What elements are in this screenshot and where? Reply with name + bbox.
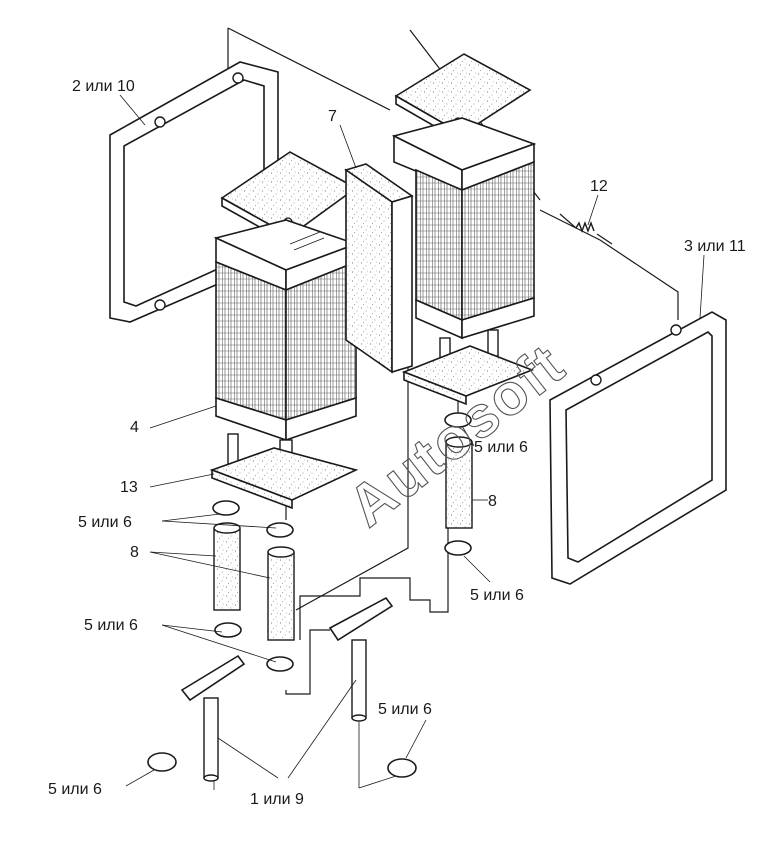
callout-1-or-9: 1 или 9 [250, 791, 304, 808]
left-seal-pad [209, 447, 359, 510]
callout-labels: 2 или 10 7 12 3 или 11 4 13 5 или 6 5 ил… [48, 78, 746, 808]
callout-7: 7 [328, 108, 337, 125]
spring [559, 213, 613, 245]
callout-13: 13 [120, 479, 138, 496]
right-radiator-core [391, 117, 537, 406]
callout-8-left: 8 [130, 544, 139, 561]
callout-5-or-6-upper-right: 5 или 6 [474, 439, 528, 456]
callout-5-or-6-bottom-left: 5 или 6 [48, 781, 102, 798]
callout-5-or-6-bottom-center: 5 или 6 [378, 701, 432, 718]
leader-lines [119, 94, 705, 790]
callout-5-or-6-upper-left: 5 или 6 [78, 514, 132, 531]
left-radiator-core [213, 219, 359, 475]
clamps [147, 412, 472, 778]
callout-3-or-11: 3 или 11 [684, 238, 746, 255]
callout-5-or-6-lower-left: 5 или 6 [84, 617, 138, 634]
pipes [180, 596, 394, 782]
callout-12: 12 [590, 178, 608, 195]
callout-2-or-10: 2 или 10 [72, 78, 135, 95]
callout-5-or-6-lower-right: 5 или 6 [470, 587, 524, 604]
callout-8-right: 8 [488, 493, 497, 510]
callout-4: 4 [130, 419, 139, 436]
foam-seal-block [344, 163, 414, 374]
frame-right [549, 311, 727, 585]
